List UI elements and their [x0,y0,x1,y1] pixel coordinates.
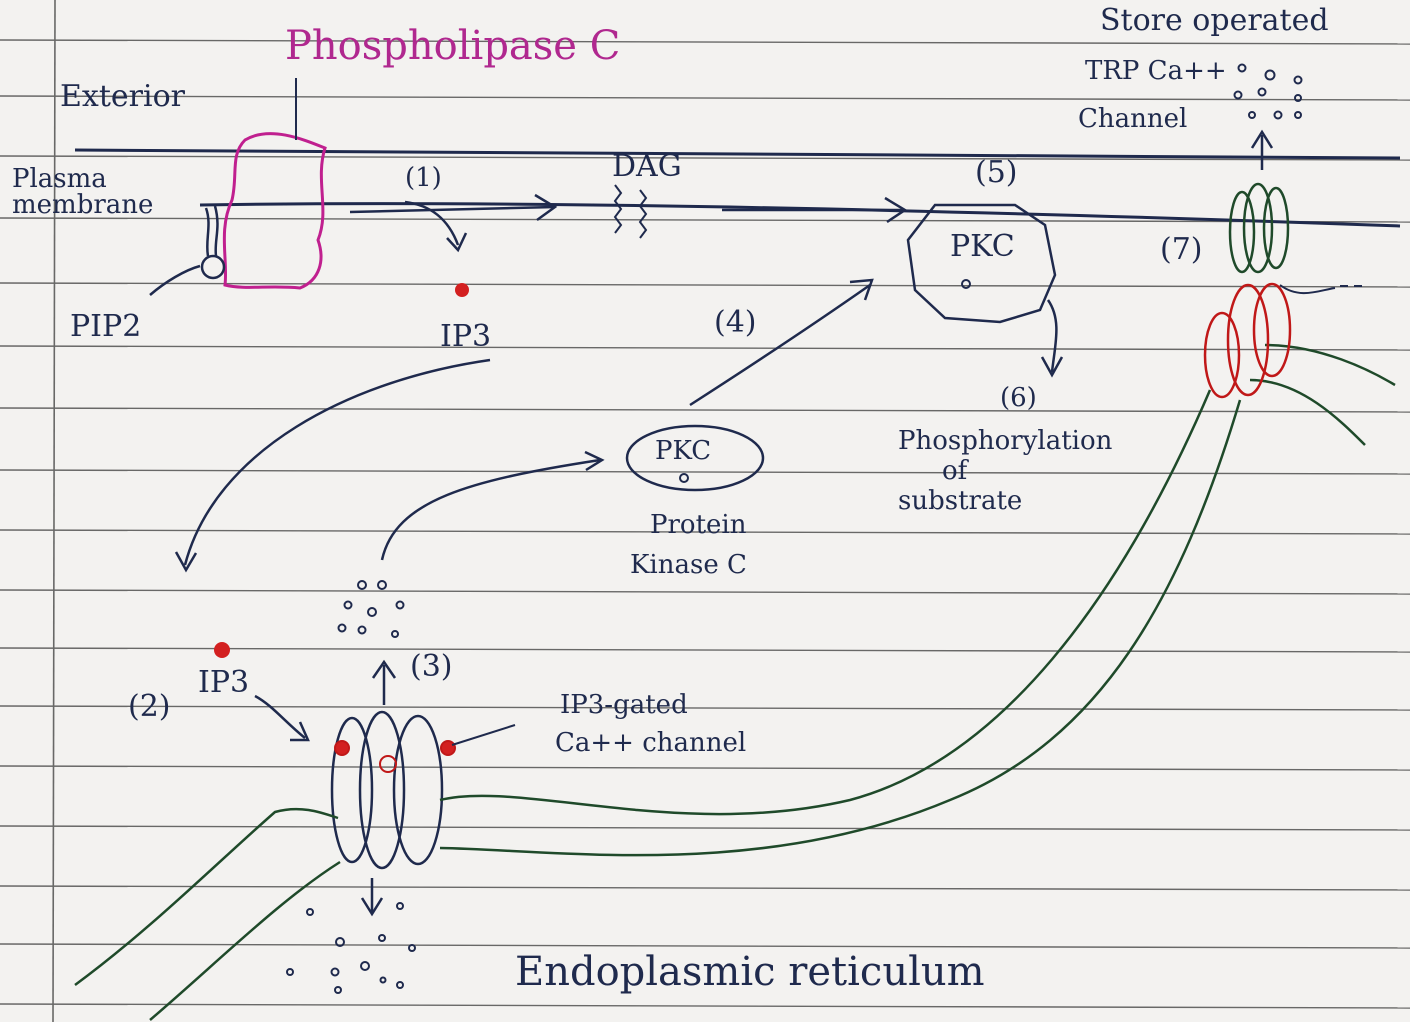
label-phospholipase-c: Phospholipase C [285,26,620,66]
label-ip3-bottom: IP3 [198,668,249,698]
arrow-dag-pkc [722,198,905,222]
label-exterior: Exterior [60,82,185,112]
label-step-2: (2) [128,692,171,722]
label-ca-channel: Ca++ channel [555,730,746,756]
pkc-dot-mid [680,474,688,482]
label-pkc-top: PKC [950,232,1015,262]
label-dag: DAG [612,152,682,182]
ip3-gated-channel [332,712,442,868]
er-calcium-sensor [1205,284,1290,397]
trp-arrow [1252,132,1272,170]
label-step-7: (7) [1160,235,1203,265]
pip2-lipid [150,206,224,295]
calcium-ions-entering [1235,65,1302,119]
label-kinase-c: Kinase C [630,552,747,578]
er-membrane [75,345,1395,1020]
label-channel: Channel [1078,106,1187,132]
arrow-3 [373,662,395,705]
arrow-2 [255,696,308,740]
label-trp-ca: TRP Ca++ [1085,58,1227,84]
label-pip2: PIP2 [70,312,141,342]
label-pkc-mid: PKC [655,438,711,464]
label-ip3-gated: IP3-gated [560,692,688,718]
label-protein: Protein [650,512,746,538]
arrow-4 [690,280,872,405]
label-membrane: membrane [12,192,153,218]
arrow-calcium-pkc [382,452,602,560]
ip3-channel-leader [452,725,515,745]
label-step-6: (6) [1000,385,1037,411]
arrow-down-er [362,878,382,914]
arrow-6 [1042,300,1062,375]
label-step-5: (5) [975,158,1018,188]
trp-channel [1230,184,1288,272]
ip3-dot-bottom [214,642,230,658]
label-of: of [942,458,967,484]
pkc-dot-top [962,280,970,288]
dag-tails [615,185,646,238]
label-step-4: (4) [714,308,757,338]
label-substrate: substrate [898,488,1022,514]
calcium-ions-released [339,581,404,637]
label-phosphorylation: Phosphorylation [898,428,1112,454]
label-step-1: (1) [405,165,442,191]
label-endoplasmic-reticulum: Endoplasmic reticulum [515,952,985,992]
ip3-diffusion-arrow [176,360,490,570]
ip3-dot-top [455,283,469,297]
label-plasma: Plasma [12,166,107,192]
calcium-ions-er [287,903,415,993]
label-store-operated: Store operated [1100,6,1329,36]
label-step-3: (3) [410,652,453,682]
label-ip3-top: IP3 [440,322,491,352]
plasma-membrane [75,150,1400,226]
